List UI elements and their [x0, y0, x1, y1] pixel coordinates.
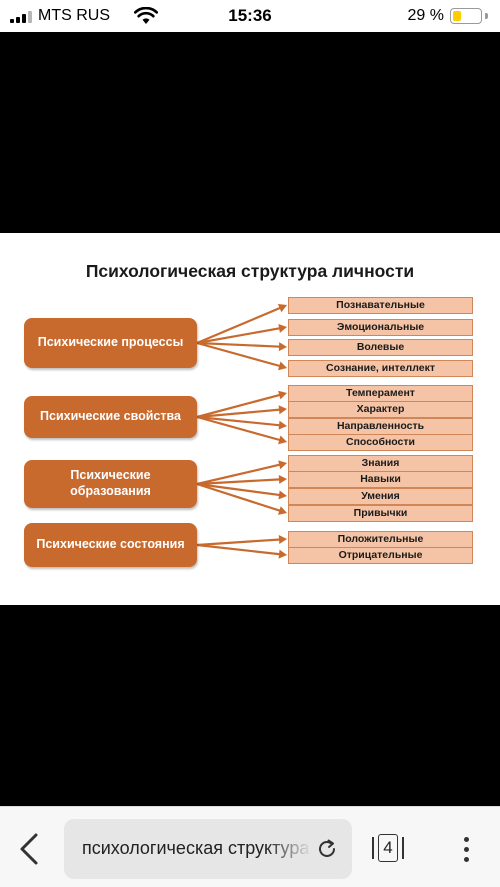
diagram-title: Психологическая структура личности — [85, 261, 415, 281]
connector-line-0-2 — [196, 341, 281, 348]
item-abilities: Способности — [288, 434, 473, 451]
battery-percent: 29 % — [407, 7, 444, 24]
connector-line-0-0 — [196, 306, 281, 345]
connector-line-2-3 — [196, 482, 281, 512]
item-knowledge: Знания — [288, 455, 473, 472]
arrowhead-0-1 — [278, 323, 287, 333]
arrowhead-1-1 — [278, 405, 287, 415]
connector-line-1-0 — [196, 393, 281, 419]
connector-line-3-0 — [196, 538, 281, 547]
arrowhead-1-2 — [278, 420, 287, 430]
arrowhead-2-1 — [278, 474, 287, 484]
item-temperament: Темперамент — [288, 385, 473, 402]
arrowhead-1-0 — [278, 390, 287, 400]
item-orientation: Направленность — [288, 418, 473, 435]
item-cognitive: Познавательные — [288, 297, 473, 314]
arrowhead-0-0 — [277, 303, 287, 313]
arrowhead-2-3 — [278, 506, 287, 515]
more-vertical-icon[interactable] — [456, 831, 476, 867]
connector-line-1-2 — [196, 415, 281, 427]
category-processes: Психические процессы — [24, 318, 197, 368]
carrier-name: MTS RUS — [38, 7, 110, 24]
category-states: Психические состояния — [24, 523, 197, 567]
connector-line-0-3 — [196, 341, 281, 368]
item-positive: Положительные — [288, 531, 473, 548]
tabs-button[interactable]: 4 — [372, 833, 404, 863]
item-abilities-practical: Умения — [288, 488, 473, 505]
item-emotional: Эмоциональные — [288, 319, 473, 336]
status-bar: MTS RUS 15:36 29 % — [0, 0, 500, 32]
tabs-count: 4 — [378, 834, 398, 862]
connector-line-3-1 — [196, 543, 281, 556]
arrowhead-2-2 — [278, 490, 287, 500]
connector-line-2-1 — [196, 478, 281, 486]
connector-line-1-1 — [196, 408, 281, 419]
battery-icon — [450, 8, 482, 24]
category-properties: Психические свойства — [24, 396, 197, 438]
wifi-icon — [134, 7, 158, 24]
category-formations: Психические образования — [24, 460, 197, 508]
item-negative: Отрицательные — [288, 547, 473, 564]
arrowhead-0-2 — [278, 342, 287, 352]
browser-toolbar: психологическая структура личности 4 — [0, 806, 500, 887]
item-character: Характер — [288, 401, 473, 418]
arrowhead-1-3 — [278, 435, 287, 445]
address-text[interactable]: психологическая структура личности — [82, 838, 312, 858]
item-habits: Привычки — [288, 505, 473, 522]
connector-line-2-0 — [196, 463, 281, 486]
arrowhead-0-3 — [278, 361, 287, 371]
connector-line-1-3 — [196, 415, 281, 442]
arrowhead-3-0 — [278, 535, 287, 545]
structure-diagram: Психологическая структура личности Психи… — [0, 233, 500, 605]
item-consciousness: Сознание, интеллект — [288, 360, 473, 377]
reload-icon[interactable] — [316, 838, 338, 860]
arrowhead-2-0 — [278, 460, 287, 470]
connector-line-0-1 — [196, 327, 281, 345]
item-volitional: Волевые — [288, 339, 473, 356]
arrowhead-3-1 — [278, 549, 287, 559]
back-chevron-icon[interactable] — [14, 831, 46, 867]
connector-line-2-2 — [196, 482, 281, 497]
address-bar[interactable]: психологическая структура личности — [64, 819, 352, 879]
item-skills: Навыки — [288, 471, 473, 488]
signal-strength-icon — [10, 11, 32, 23]
clock: 15:36 — [228, 6, 272, 25]
